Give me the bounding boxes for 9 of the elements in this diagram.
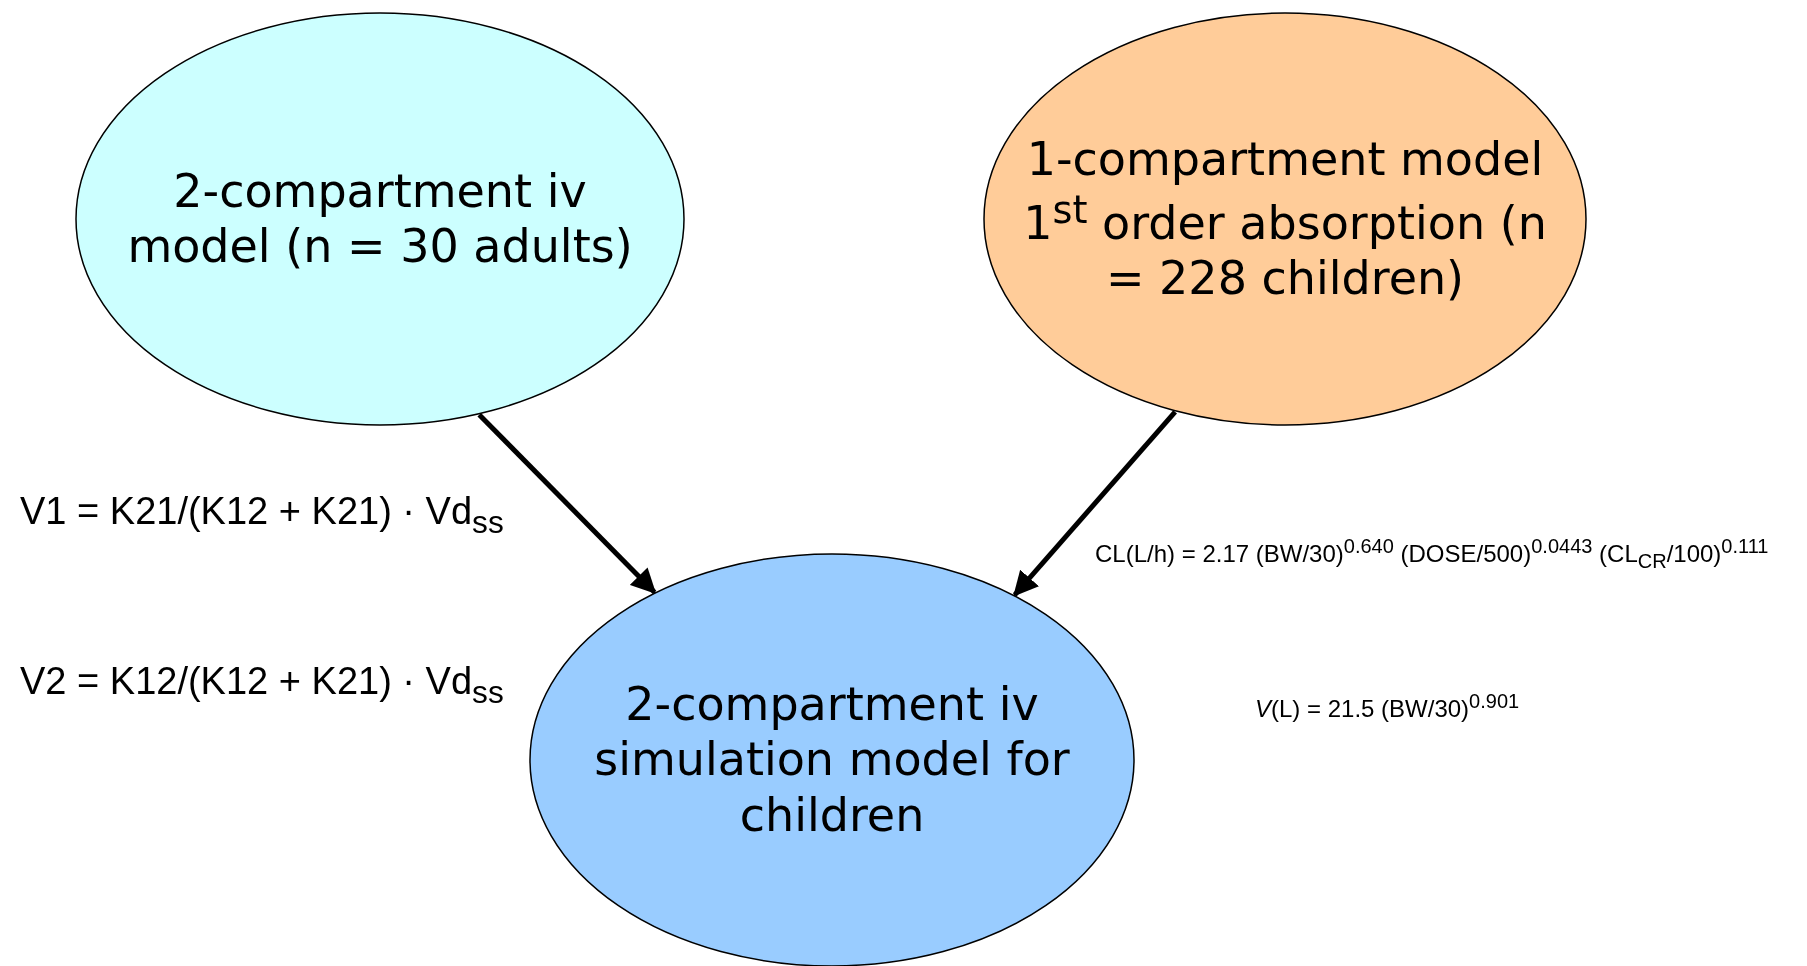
formula-text: CL(L/h) = 2.17 (BW/30)$^{0.640}$ (DOSE/500)$^{0.0443}$ (CL$_{CR}$/100)$^{0.111}$: [1095, 535, 1769, 573]
arrow: [477, 413, 657, 594]
formula-text: V2 = K12/(K12 + K21) · Vd$_{ss}$: [20, 660, 504, 711]
node-label: 2-compartment iv simulation model for children: [593, 677, 1071, 843]
node-label: 2-compartment iv model (n = 30 adults): [126, 163, 634, 275]
formula-text: V1 = K21/(K12 + K21) · Vd$_{ss}$: [20, 490, 504, 541]
formula-text: V(L) = 21.5 (BW/30)$^{0.901}$: [1255, 690, 1520, 723]
node-label: 1-compartment model 1$^{st}$ order absorption (n = 228 children): [1022, 131, 1548, 307]
arrow: [1012, 410, 1177, 597]
